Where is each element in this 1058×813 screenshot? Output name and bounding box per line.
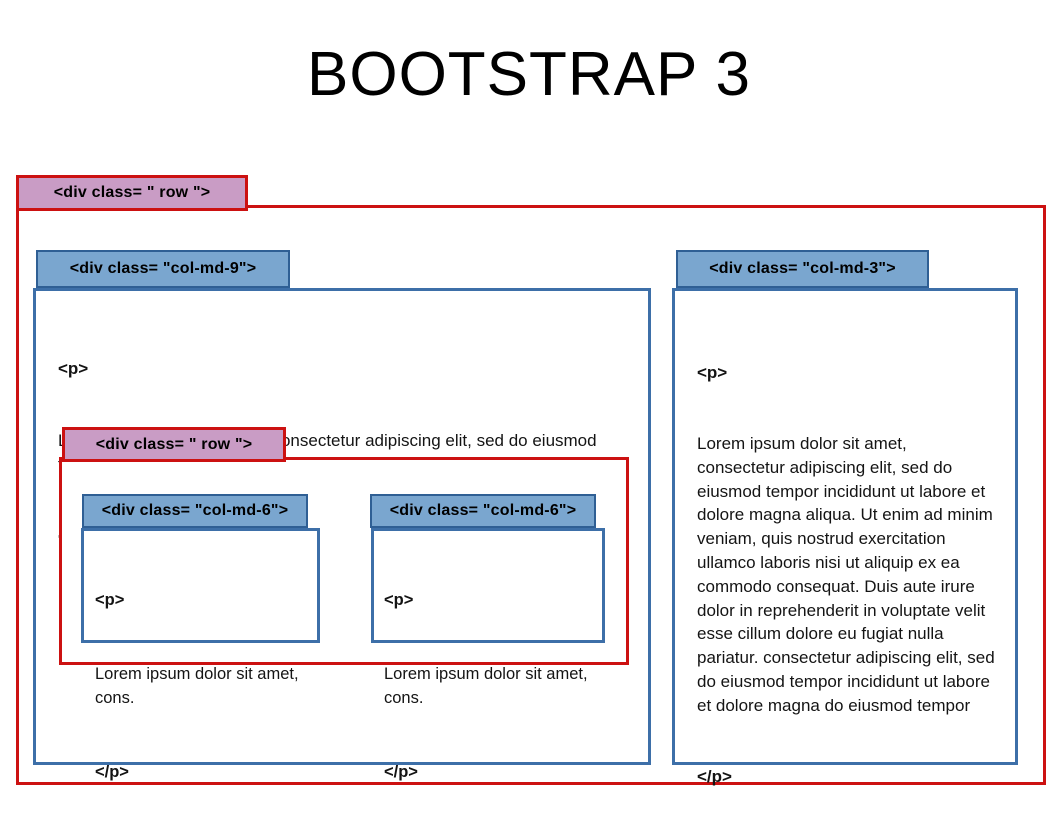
nested-col-md-6-p-open-tag-2: <p> — [384, 591, 414, 609]
nested-col-md-6-label-1: <div class= "col-md-6"> — [82, 494, 308, 528]
nested-col-md-6-p-close-tag-1: </p> — [95, 762, 129, 781]
outer-row-label: <div class= " row "> — [16, 175, 248, 211]
col-md-3-p-close-tag: </p> — [697, 767, 732, 787]
col-md-3-container — [672, 288, 1018, 765]
nested-col-md-6-p-close-tag-2: </p> — [384, 762, 418, 781]
nested-col-md-6-container-2 — [371, 528, 605, 643]
col-md-3-p-text: Lorem ipsum dolor sit amet, consectetur … — [697, 433, 995, 715]
nested-col-md-6-label-text-1: <div class= "col-md-6"> — [101, 502, 289, 519]
nested-col-md-6-p-text-1: Lorem ipsum dolor sit amet, cons. — [95, 664, 304, 708]
page-title: BOOTSTRAP 3 — [307, 40, 751, 109]
nested-row-label-text: <div class= " row "> — [95, 435, 253, 453]
nested-col-md-6-p-text-2: Lorem ipsum dolor sit amet, cons. — [384, 664, 593, 708]
col-md-3-label-text: <div class= "col-md-3"> — [709, 260, 896, 277]
nested-col-md-6-label-2: <div class= "col-md-6"> — [370, 494, 596, 528]
col-md-3-paragraph: <p> Lorem ipsum dolor sit amet, consecte… — [697, 313, 997, 813]
nested-col-md-6-paragraph-2: <p> Lorem ipsum dolor sit amet, cons. </… — [384, 539, 599, 809]
col-md-3-label: <div class= "col-md-3"> — [676, 250, 929, 288]
col-md-9-p-open-tag: <p> — [58, 359, 89, 378]
nested-col-md-6-container-1 — [81, 528, 320, 643]
nested-col-md-6-label-text-2: <div class= "col-md-6"> — [389, 502, 577, 519]
nested-col-md-6-paragraph-1: <p> Lorem ipsum dolor sit amet, cons. </… — [95, 539, 310, 809]
col-md-9-label-text: <div class= "col-md-9"> — [69, 260, 257, 277]
col-md-9-label: <div class= "col-md-9"> — [36, 250, 290, 288]
nested-col-md-6-p-open-tag-1: <p> — [95, 591, 125, 609]
col-md-3-p-open-tag: <p> — [697, 362, 728, 382]
nested-row-label: <div class= " row "> — [62, 427, 286, 462]
outer-row-label-text: <div class= " row "> — [53, 184, 211, 201]
